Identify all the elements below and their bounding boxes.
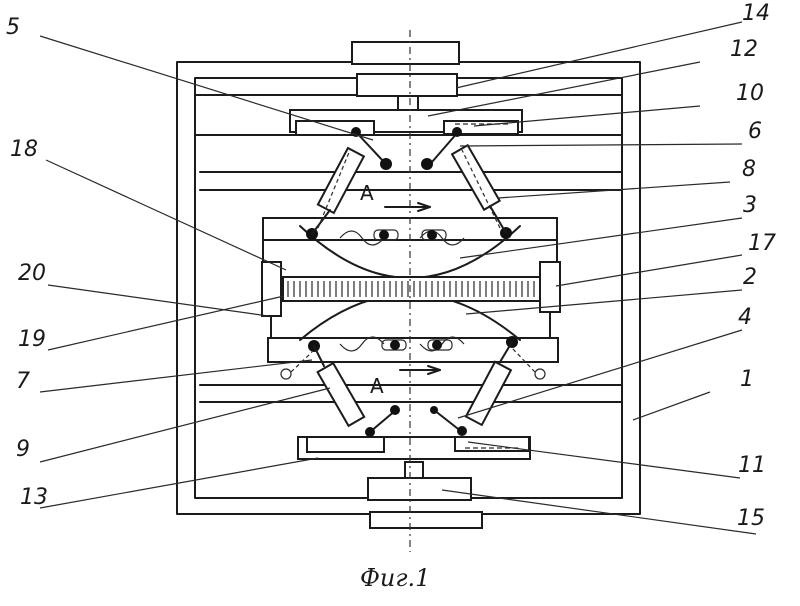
label-11: 11: [738, 453, 766, 478]
label-2: 2: [743, 265, 757, 290]
label-20: 20: [18, 261, 46, 286]
label-6: 6: [748, 119, 762, 144]
label-12: 12: [730, 37, 758, 62]
label-1: 1: [740, 367, 754, 392]
work-strip: [283, 277, 541, 301]
section-mark-lower: A: [370, 374, 384, 398]
figure-caption: Фиг.1: [360, 564, 430, 592]
label-13: 13: [20, 485, 48, 510]
label-7: 7: [16, 369, 30, 394]
label-17: 17: [748, 231, 776, 256]
top-drive: [352, 42, 459, 110]
label-9: 9: [16, 437, 30, 462]
upper-plate: [290, 110, 522, 135]
section-mark-upper: A: [360, 181, 374, 205]
lower-plate: [298, 437, 530, 459]
bottom-drive: [368, 462, 482, 528]
label-5: 5: [6, 15, 20, 40]
label-18: 18: [10, 137, 38, 162]
label-14: 14: [742, 1, 770, 26]
label-3: 3: [743, 193, 757, 218]
label-4: 4: [738, 305, 752, 330]
label-8: 8: [742, 157, 756, 182]
label-19: 19: [18, 327, 46, 352]
label-15: 15: [737, 506, 765, 531]
lower-carriage: [268, 294, 558, 379]
label-10: 10: [736, 81, 764, 106]
